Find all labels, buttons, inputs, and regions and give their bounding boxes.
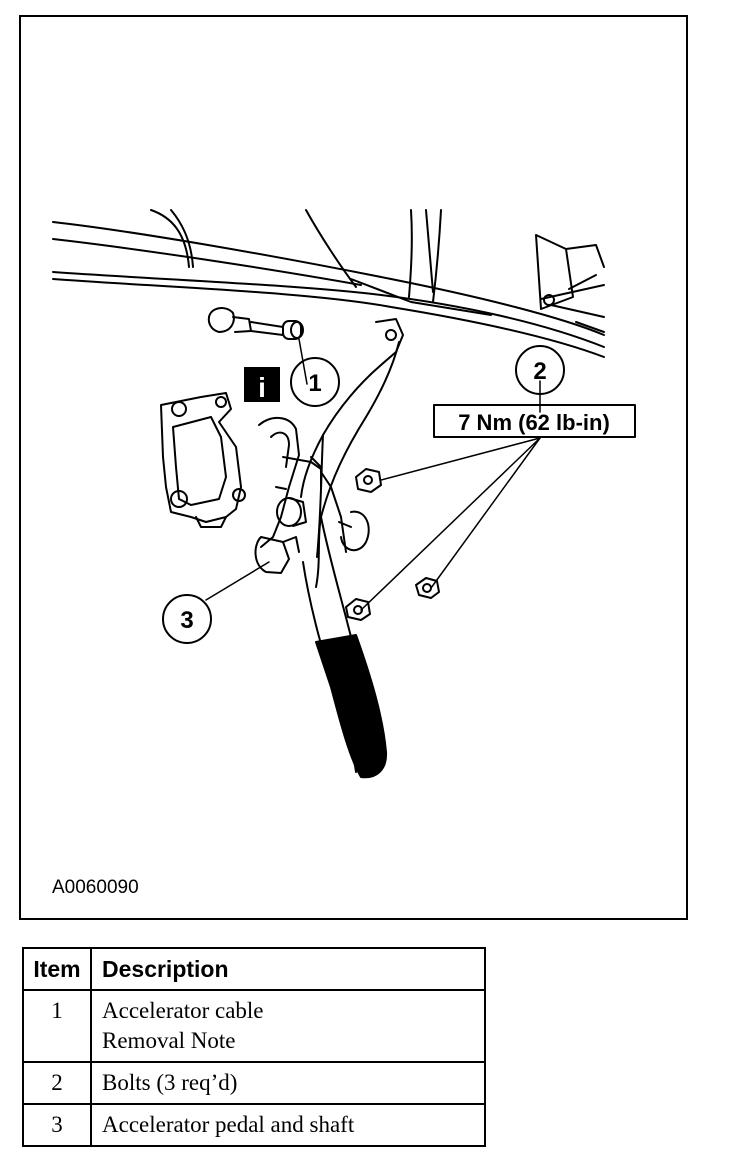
table-row: 2 Bolts (3 req’d)	[22, 1061, 486, 1105]
callout-1-label: 1	[308, 370, 321, 397]
figure-frame: i 1 2 3 7 Nm (62 lb-in) A0060090	[19, 15, 688, 920]
item-number: 1	[22, 989, 92, 1063]
callout-2-label: 2	[533, 358, 546, 385]
description-line: Accelerator pedal and shaft	[102, 1112, 355, 1137]
callout-1-circle	[290, 357, 340, 407]
torque-spec-box	[433, 404, 636, 438]
item-description: Bolts (3 req’d)	[90, 1061, 486, 1105]
item-number: 2	[22, 1061, 92, 1105]
item-number: 3	[22, 1103, 92, 1147]
figure-code: A0060090	[52, 877, 139, 898]
bolt-upper	[355, 468, 382, 493]
callout-3-circle	[162, 594, 212, 644]
header-item: Item	[22, 947, 92, 991]
description-line: Accelerator cable	[102, 998, 264, 1023]
item-description: Accelerator pedal and shaft	[90, 1103, 486, 1147]
leader-lines	[205, 338, 541, 611]
description-line: Bolts (3 req’d)	[102, 1070, 238, 1095]
callout-2-circle	[515, 345, 565, 395]
item-description: Accelerator cable Removal Note	[90, 989, 486, 1063]
table-header-row: Item Description	[22, 947, 486, 991]
table-row: 3 Accelerator pedal and shaft	[22, 1103, 486, 1147]
parts-table: Item Description 1 Accelerator cable Rem…	[22, 947, 486, 1147]
pedal-illustration: i 1 2 3 7 Nm (62 lb-in) A0060090	[52, 209, 636, 898]
callout-3-label: 3	[180, 607, 193, 634]
pedal-pad	[315, 634, 388, 779]
table-row: 1 Accelerator cable Removal Note	[22, 989, 486, 1063]
dash-panel	[52, 209, 605, 358]
info-icon	[244, 367, 280, 402]
pivot-housing	[254, 417, 370, 574]
pedal-bracket	[160, 392, 246, 528]
header-description: Description	[90, 947, 486, 991]
info-icon-glyph: i	[258, 372, 266, 403]
description-line: Removal Note	[102, 1028, 236, 1053]
torque-spec-text: 7 Nm (62 lb-in)	[458, 410, 610, 435]
accelerator-cable	[207, 307, 304, 340]
bolt-lower-left	[345, 598, 371, 621]
